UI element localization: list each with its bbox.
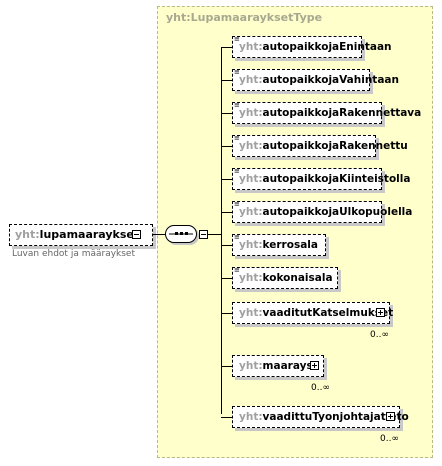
connector-element xyxy=(221,47,232,48)
schema-element[interactable]: ≡yht:autopaikkojaEnintaan xyxy=(232,35,392,58)
attributes-icon: ≡ xyxy=(234,167,240,175)
attributes-icon: ≡ xyxy=(234,200,240,208)
schema-element[interactable]: ≡yht:autopaikkojaRakennettava xyxy=(232,101,421,124)
connector-element xyxy=(221,80,232,81)
element-namespace: yht: xyxy=(239,173,263,185)
root-namespace: yht: xyxy=(15,228,40,241)
element-namespace: yht: xyxy=(239,74,263,86)
schema-element[interactable]: ≡yht:autopaikkojaKiinteistolla xyxy=(232,167,410,190)
element-namespace: yht: xyxy=(239,307,263,319)
attributes-icon: ≡ xyxy=(234,68,240,76)
schema-element[interactable]: ≡yht:autopaikkojaUlkopuolella xyxy=(232,200,412,223)
attributes-icon: ≡ xyxy=(234,101,240,109)
connector-element xyxy=(221,113,232,114)
sequence-collapse-icon[interactable] xyxy=(199,230,208,239)
schema-element[interactable]: ≡yht:autopaikkojaRakennettu xyxy=(232,134,408,157)
element-name: vaadittuTyonjohtajatieto xyxy=(262,411,409,423)
expand-icon[interactable] xyxy=(376,308,385,317)
connector-element xyxy=(221,278,232,279)
element-namespace: yht: xyxy=(239,239,263,251)
attributes-icon: ≡ xyxy=(234,233,240,241)
element-name: kerrosala xyxy=(262,239,318,251)
schema-element[interactable]: yht:vaadittuTyonjohtajatieto xyxy=(232,406,409,428)
connector-trunk xyxy=(221,47,222,414)
connector-element xyxy=(221,366,232,367)
sequence-compositor[interactable] xyxy=(165,225,197,243)
schema-element[interactable]: ≡yht:kerrosala xyxy=(232,234,326,256)
connector-root xyxy=(153,234,165,235)
element-namespace: yht: xyxy=(239,206,263,218)
schema-element[interactable]: yht:vaaditutKatselmukset xyxy=(232,302,393,324)
attributes-icon: ≡ xyxy=(234,35,240,43)
element-namespace: yht: xyxy=(239,140,263,152)
element-name: kokonaisala xyxy=(262,272,333,284)
sequence-icon xyxy=(169,232,193,235)
element-name: autopaikkojaUlkopuolella xyxy=(262,206,413,218)
schema-element[interactable]: ≡yht:kokonaisala xyxy=(232,267,338,289)
connector-element xyxy=(221,245,232,246)
element-name: vaaditutKatselmukset xyxy=(262,307,394,319)
type-title: yht:LupamaarayksetType xyxy=(166,11,323,24)
element-namespace: yht: xyxy=(239,360,263,372)
connector-sequence xyxy=(208,234,221,235)
schema-element[interactable]: ≡yht:autopaikkojaVahintaan xyxy=(232,68,399,91)
element-name: autopaikkojaRakennettu xyxy=(262,140,408,152)
element-name: autopaikkojaKiinteistolla xyxy=(262,173,411,185)
element-name: autopaikkojaEnintaan xyxy=(262,41,392,53)
element-namespace: yht: xyxy=(239,272,263,284)
root-collapse-icon[interactable] xyxy=(132,230,141,239)
cardinality-label: 0..∞ xyxy=(311,383,330,393)
element-name: autopaikkojaVahintaan xyxy=(262,74,399,86)
root-element[interactable]: yht:lupamaaraykset xyxy=(9,224,153,246)
attributes-icon: ≡ xyxy=(234,266,240,274)
root-name: lupamaaraykset xyxy=(39,228,140,241)
element-namespace: yht: xyxy=(239,107,263,119)
attributes-icon: ≡ xyxy=(234,134,240,142)
connector-element xyxy=(221,313,232,314)
root-description: Luvan ehdot ja määraykset xyxy=(12,249,135,259)
element-name: maarays xyxy=(262,360,313,372)
element-name: autopaikkojaRakennettava xyxy=(262,107,422,119)
cardinality-label: 0..∞ xyxy=(380,434,399,444)
connector-element xyxy=(221,146,232,147)
connector-element xyxy=(221,417,232,418)
element-namespace: yht: xyxy=(239,41,263,53)
connector-element xyxy=(221,179,232,180)
schema-element[interactable]: yht:maarays xyxy=(232,355,324,377)
element-namespace: yht: xyxy=(239,411,263,423)
expand-icon[interactable] xyxy=(386,412,395,421)
expand-icon[interactable] xyxy=(310,361,319,370)
cardinality-label: 0..∞ xyxy=(370,330,389,340)
connector-element xyxy=(221,212,232,213)
